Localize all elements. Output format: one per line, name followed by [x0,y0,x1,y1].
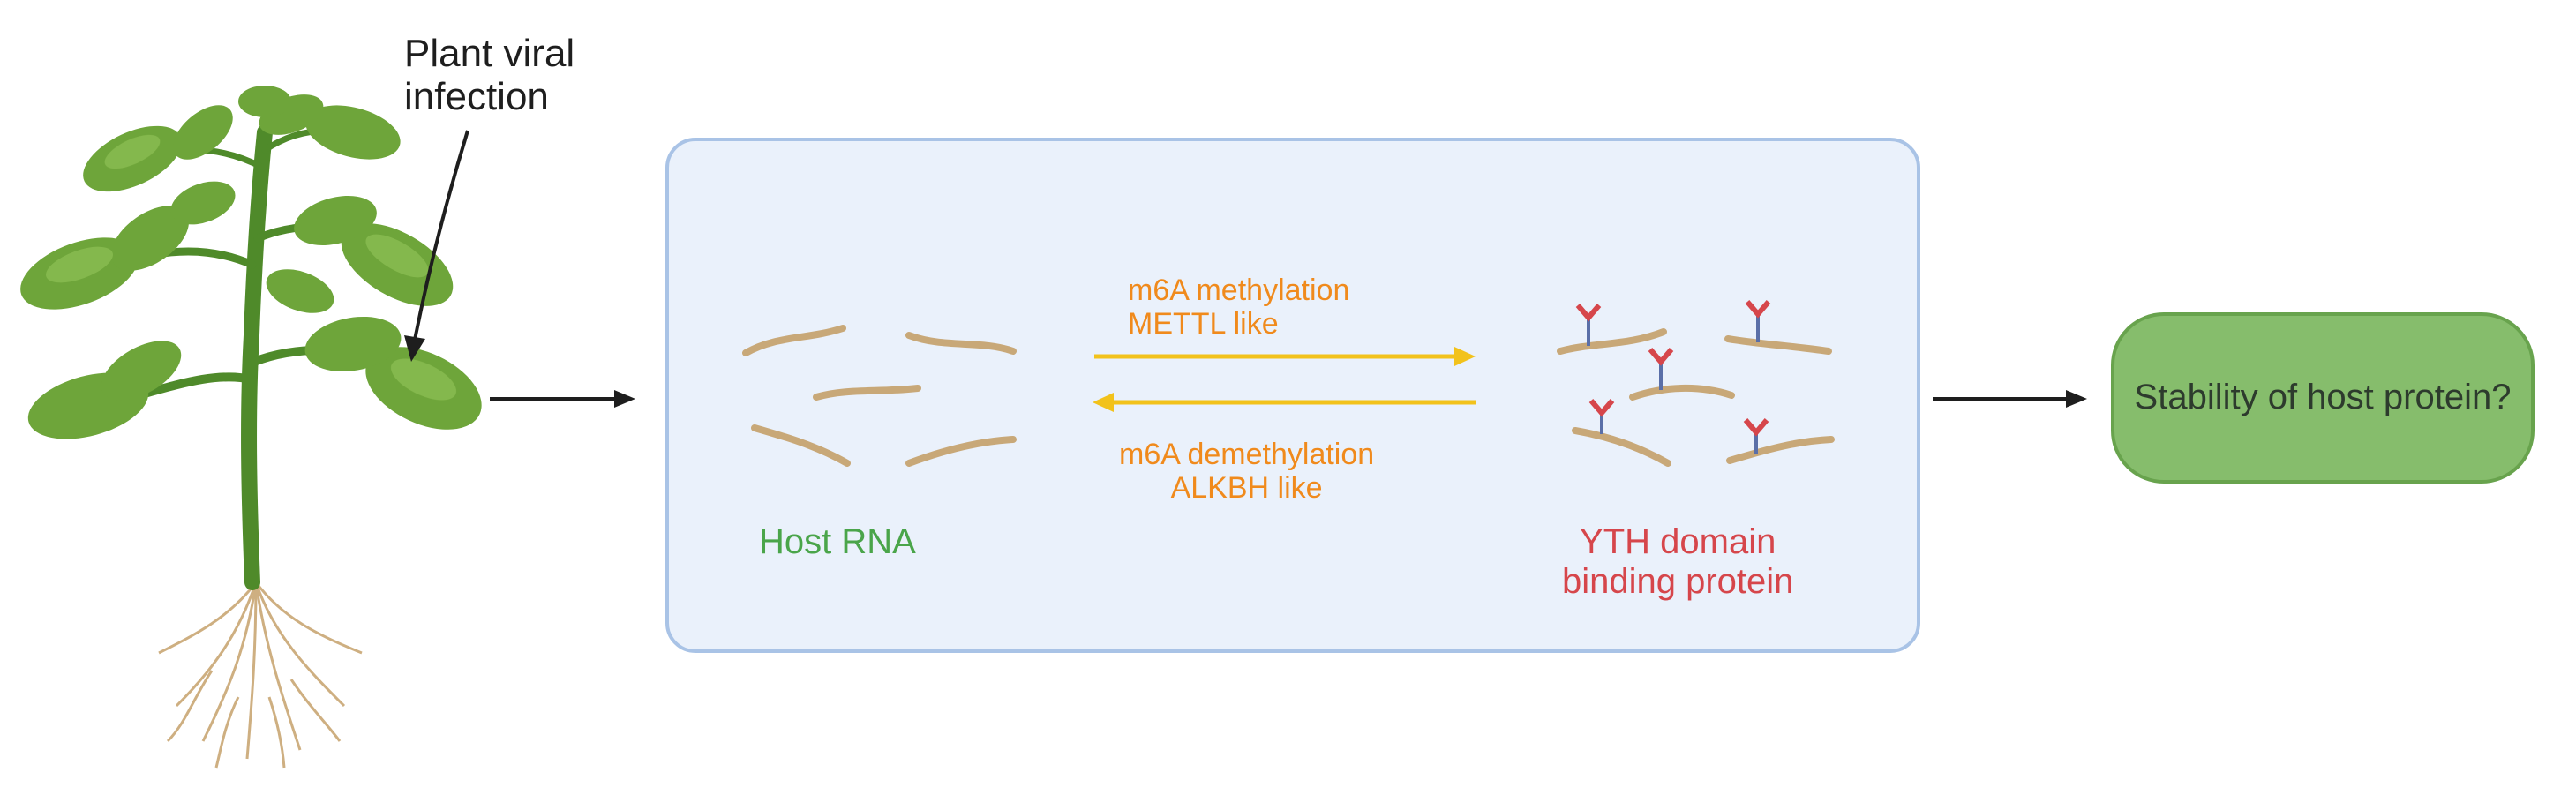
methylation-label-line2: METTL like [1128,307,1279,341]
infection-pointer-arrow [404,130,469,362]
host-rna-strands [742,325,1017,467]
yth-label-line2: binding protein [1562,561,1794,601]
arrow-right-icon [1933,390,2087,408]
yth-reader-icon [1743,418,1769,454]
arrow-right-icon [490,390,635,408]
arrow-left-icon [1093,393,1476,412]
demethylation-label-line1: m6A demethylation [1119,438,1375,471]
methylation-label: m6A methylation METTL like [1128,274,1349,341]
rna-strand-icon [742,325,846,356]
host-rna-label: Host RNA [759,522,916,561]
yth-reader-icon [1648,348,1674,390]
infection-label-line2: infection [404,75,549,119]
yth-reader-icon [1588,399,1615,434]
demethylation-label: m6A demethylation ALKBH like [1119,438,1374,505]
infection-label: Plant viral infection [404,32,575,119]
methylation-process-box [665,138,1920,653]
rna-strand-icon [905,332,1017,355]
yth-reader-icon [1745,300,1771,342]
rna-strand-icon [751,424,851,467]
outcome-label: Stability of host protein? [2134,378,2512,417]
yth-protein-label: YTH domain binding protein [1562,522,1793,602]
methylation-label-line1: m6A methylation [1128,274,1350,307]
yth-label-line1: YTH domain [1580,522,1776,561]
outcome-box: Stability of host protein? [2111,312,2535,484]
methylated-rna-strands [1557,300,1835,467]
rna-strand-icon [905,436,1017,467]
rna-strand-icon [813,385,921,401]
methylation-arrow [1094,347,1476,366]
plant-icon [20,86,482,769]
yth-reader-icon [1575,304,1602,346]
infection-label-line1: Plant viral [404,32,575,75]
demethylation-label-line2: ALKBH like [1170,471,1323,506]
